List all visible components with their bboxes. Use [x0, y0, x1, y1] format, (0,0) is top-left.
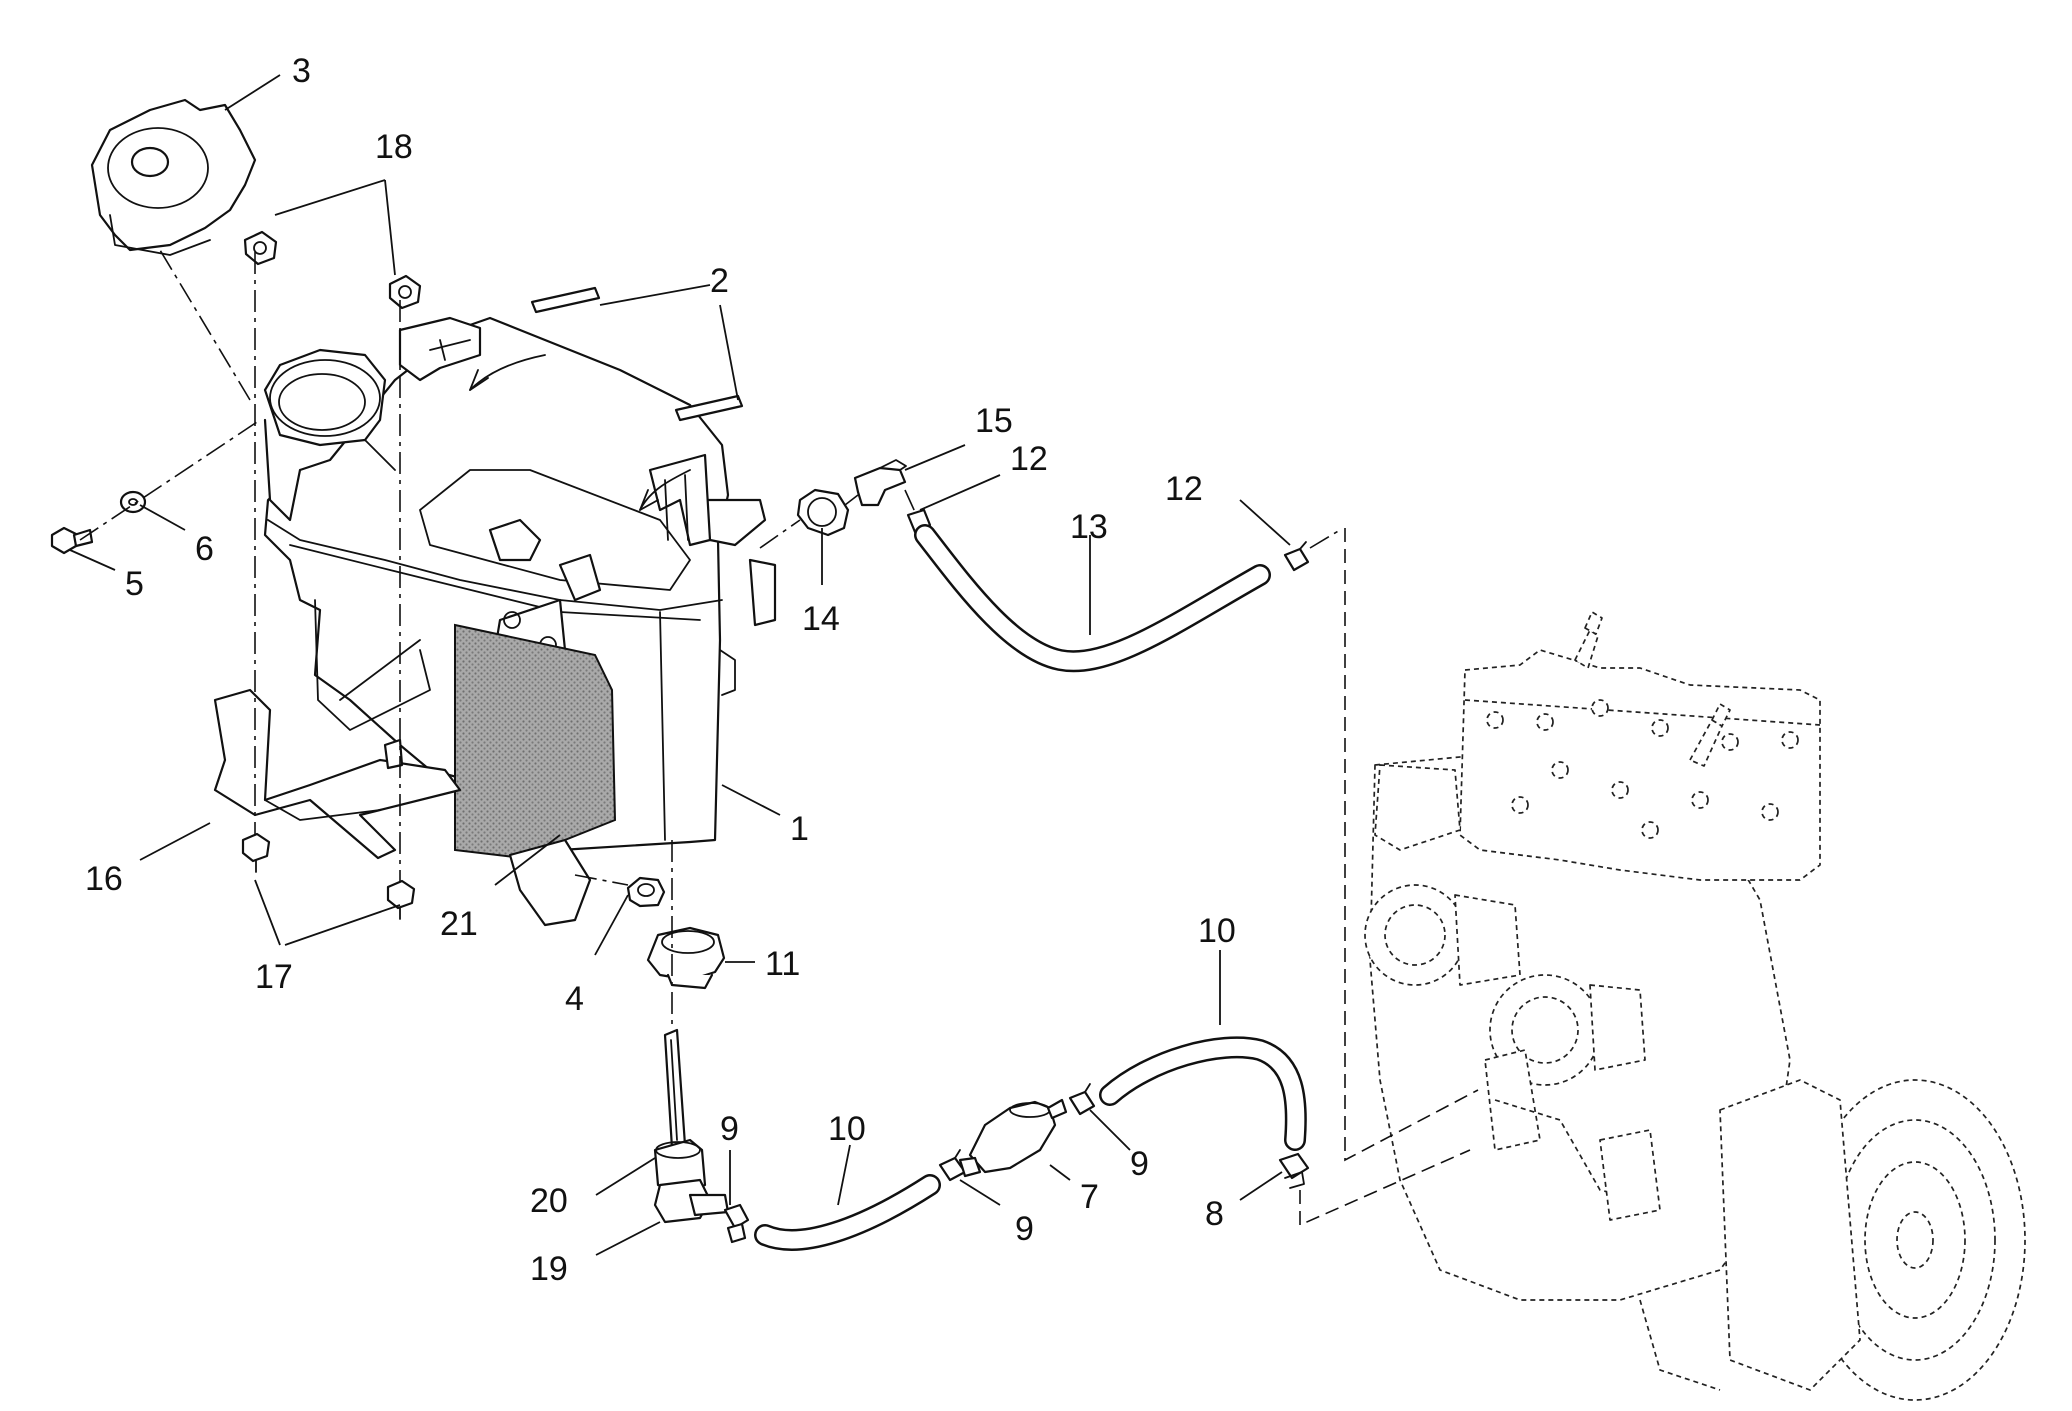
oil-level-sensor-20: [653, 1028, 707, 1197]
callout-8: 8: [1205, 1195, 1224, 1233]
callout-13: 13: [1070, 508, 1108, 546]
recoil-starter: [1719, 1079, 2026, 1401]
callout-1: 1: [790, 810, 809, 848]
nut-18-right: [388, 274, 422, 310]
head-bolts: [1486, 699, 1799, 839]
callout-21: 21: [440, 905, 478, 943]
callout-4: 4: [565, 980, 584, 1018]
callout-10: 10: [828, 1110, 866, 1148]
callout-numbers: 3 18 2 15 12 12 13 14 6 5 1 16 17 21 4 1…: [85, 52, 1236, 1288]
nut-18-left: [243, 230, 278, 266]
washer-6: [119, 490, 147, 514]
callout-11: 11: [765, 945, 800, 983]
install-arrow: [639, 469, 691, 511]
callout-18: 18: [375, 128, 413, 166]
callout-5: 5: [125, 565, 144, 603]
bolt-5: [50, 526, 94, 555]
callout-15: 15: [975, 402, 1013, 440]
inline-filter-7: [958, 1098, 1068, 1178]
carburetors: [1364, 884, 1646, 1086]
fitting-14: [796, 488, 850, 537]
tee-19: [653, 1178, 730, 1224]
callout-7: 7: [1080, 1178, 1099, 1216]
callout-10: 10: [1198, 912, 1236, 950]
callout-20: 20: [530, 1182, 568, 1220]
engine-phantom: [1364, 611, 2026, 1401]
heat-shield: [454, 623, 617, 862]
bushing-4: [626, 876, 666, 908]
centerlines: [79, 249, 1341, 1030]
bracket-16: [213, 688, 462, 860]
decal-strip-upper: [530, 286, 601, 314]
callout-14: 14: [802, 600, 840, 638]
nut-17-right: [386, 879, 416, 920]
clamp-9-right: [1068, 1083, 1096, 1116]
clamp-9-left: [723, 1203, 750, 1244]
filler-neck: [263, 348, 396, 522]
callout-9: 9: [1130, 1145, 1149, 1183]
elbow-15: [853, 459, 907, 507]
callout-12: 12: [1010, 440, 1048, 478]
nut-17-left: [241, 832, 271, 873]
clamp-12-right: [1283, 541, 1310, 572]
callout-6: 6: [195, 530, 214, 568]
shield-lower-tab: [508, 838, 592, 927]
callout-19: 19: [530, 1250, 568, 1288]
clamp-8: [1278, 1152, 1310, 1189]
callout-9: 9: [720, 1110, 739, 1148]
callout-12: 12: [1165, 470, 1203, 508]
callout-2: 2: [710, 262, 729, 300]
leader-lines: [69, 74, 1291, 1256]
decal-strip-lower: [674, 394, 744, 422]
callout-16: 16: [85, 860, 123, 898]
callout-17: 17: [255, 958, 293, 996]
oil-tank-cap: [90, 98, 257, 256]
callout-3: 3: [292, 52, 311, 90]
callout-9: 9: [1015, 1210, 1034, 1248]
install-arrow: [469, 354, 546, 391]
connection-dashes: [1299, 528, 1479, 1227]
grommet-11: [646, 926, 726, 990]
